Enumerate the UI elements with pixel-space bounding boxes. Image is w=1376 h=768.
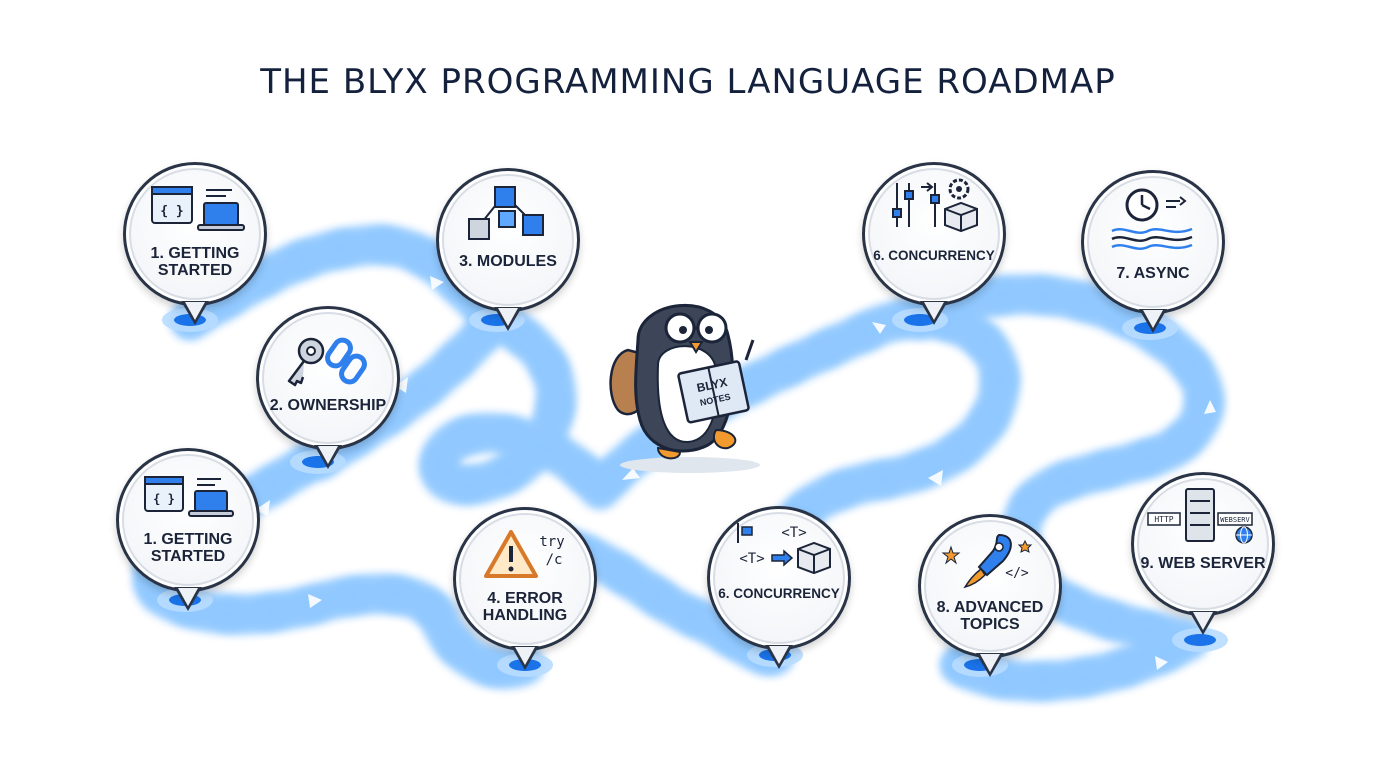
step-label: 3. MODULES — [459, 253, 557, 270]
stars-icon — [941, 539, 1033, 565]
step-advanced-topics[interactable]: </> 8. ADVANCED TOPICS — [918, 514, 1062, 677]
svg-text:<T>: <T> — [781, 525, 806, 541]
warning-icon — [484, 530, 538, 578]
step-getting-started-bottom[interactable]: { } 1. GETTING STARTED — [116, 448, 260, 611]
step-label: 2. OWNERSHIP — [269, 397, 387, 414]
step-concurrency-top[interactable]: 6. CONCURRENCY — [862, 162, 1006, 325]
laptop-icon — [197, 189, 245, 231]
code-window-icon: { } — [144, 476, 184, 512]
svg-text:<T>: <T> — [739, 551, 764, 567]
step-async[interactable]: 7. ASYNC — [1081, 170, 1225, 333]
svg-text:{ }: { } — [160, 204, 183, 219]
rocket-icon — [963, 533, 1012, 589]
box-icon — [944, 201, 978, 233]
clock-icon — [1125, 188, 1187, 222]
step-modules[interactable]: 3. MODULES — [436, 168, 580, 331]
globe-icon — [1235, 526, 1253, 544]
step-error-handling[interactable]: try /c 4. ERROR HANDLING — [453, 507, 597, 670]
step-label: 4. ERROR HANDLING — [482, 590, 568, 624]
module-cubes-icon — [468, 186, 544, 240]
svg-text:WEBSERV: WEBSERV — [1220, 516, 1250, 524]
try-code-text: try — [539, 534, 564, 550]
penguin-mascot-icon: BLYX NOTES — [609, 303, 760, 473]
generics-icon: <T> <T> — [737, 523, 807, 567]
step-label: 7. ASYNC — [1116, 265, 1190, 282]
step-label: 6. CONCURRENCY — [873, 248, 995, 263]
box-icon — [797, 541, 831, 575]
laptop-icon — [188, 478, 234, 517]
chain-link-icon — [325, 337, 367, 385]
step-getting-started-top[interactable]: { } 1. GETTING STARTED — [123, 162, 267, 325]
key-icon — [287, 337, 325, 387]
step-label: 9. WEB SERVER — [1140, 555, 1266, 572]
step-label: 1. GETTING STARTED — [150, 245, 240, 279]
gear-icon — [948, 178, 970, 200]
svg-text:{ }: { } — [153, 492, 175, 506]
svg-text:HTTP: HTTP — [1154, 515, 1173, 524]
svg-text:</>: </> — [1005, 566, 1029, 581]
sliders-icon — [892, 182, 940, 227]
step-label: 1. GETTING STARTED — [143, 531, 233, 565]
book-title: BLYX — [695, 375, 728, 395]
step-label: 6. CONCURRENCY — [718, 586, 840, 601]
page-title: THE BLYX PROGRAMMING LANGUAGE ROADMAP — [260, 62, 1116, 102]
server-icon — [1185, 488, 1215, 542]
step-web-server[interactable]: HTTP WEBSERV 9. WEB SERVER — [1131, 472, 1275, 635]
waves-icon — [1111, 227, 1193, 250]
step-ownership[interactable]: 2. OWNERSHIP — [256, 306, 400, 469]
step-concurrency-bottom[interactable]: <T> <T> 6. CONCURRENCY — [707, 506, 851, 669]
code-window-icon: { } — [151, 186, 193, 224]
catch-code-text: /c — [546, 552, 563, 568]
step-label: 8. ADVANCED TOPICS — [936, 599, 1044, 633]
